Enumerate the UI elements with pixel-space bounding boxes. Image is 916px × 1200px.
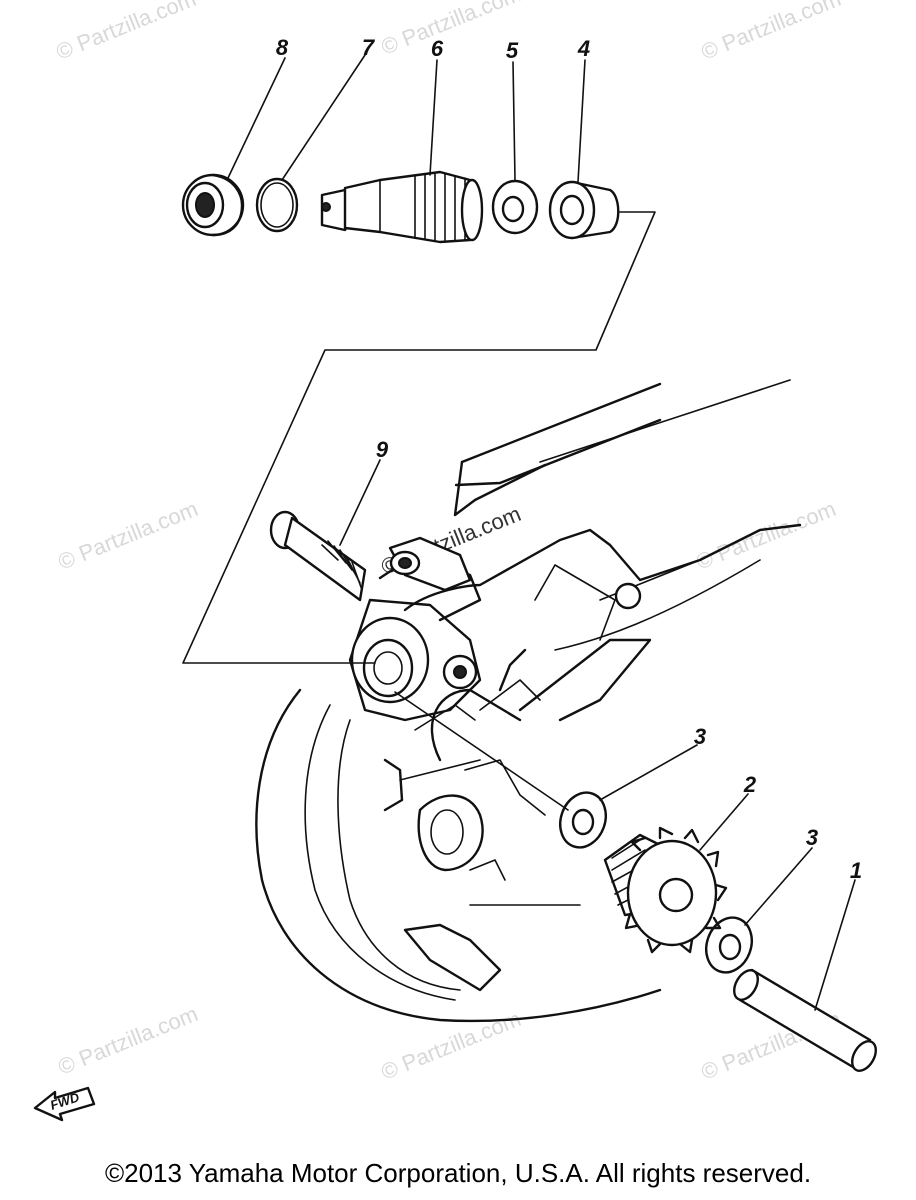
leader-lines [227,54,856,1011]
part-8-oil-seal [181,173,245,237]
callout-3a: 3 [694,724,706,749]
watermark: © Partzilla.com [55,1001,202,1080]
callout-5: 5 [506,38,519,63]
callout-6: 6 [431,36,444,61]
bolt-tab [388,536,472,592]
part-6-gear-shaft [320,170,484,244]
watermark: © Partzilla.com [378,1006,525,1085]
part-1-pin [733,968,877,1072]
part-3-washer-lower [705,916,753,974]
part-7-o-ring [255,177,299,233]
watermark: © Partzilla.com [698,0,845,65]
shaft-boss [348,553,482,722]
shaft-guide-line [394,691,569,811]
part-2-gear [603,826,728,954]
fwd-arrow: FWD [33,1086,96,1122]
callouts: 8 7 6 5 4 9 3 2 3 1 [276,35,862,883]
callout-3b: 3 [806,825,818,850]
callout-8: 8 [276,35,289,60]
watermark: © Partzilla.com [55,496,202,575]
part-5-washer [491,179,539,235]
callout-9: 9 [376,437,389,462]
callout-2: 2 [743,772,757,797]
callout-7: 7 [362,35,376,60]
assembly-guide-line [182,211,656,664]
watermark: © Partzilla.com [378,0,525,60]
watermark: © Partzilla.com [53,0,200,65]
copyright-footer: ©2013 Yamaha Motor Corporation, U.S.A. A… [104,1158,812,1188]
watermark: © Partzilla.com [693,496,840,575]
callout-4: 4 [577,36,590,61]
part-3-washer-upper [559,791,607,849]
part-4-bushing [548,180,620,240]
part-9-bolt [269,510,367,602]
crankcase-cover [255,379,802,1023]
callout-1: 1 [850,858,862,883]
